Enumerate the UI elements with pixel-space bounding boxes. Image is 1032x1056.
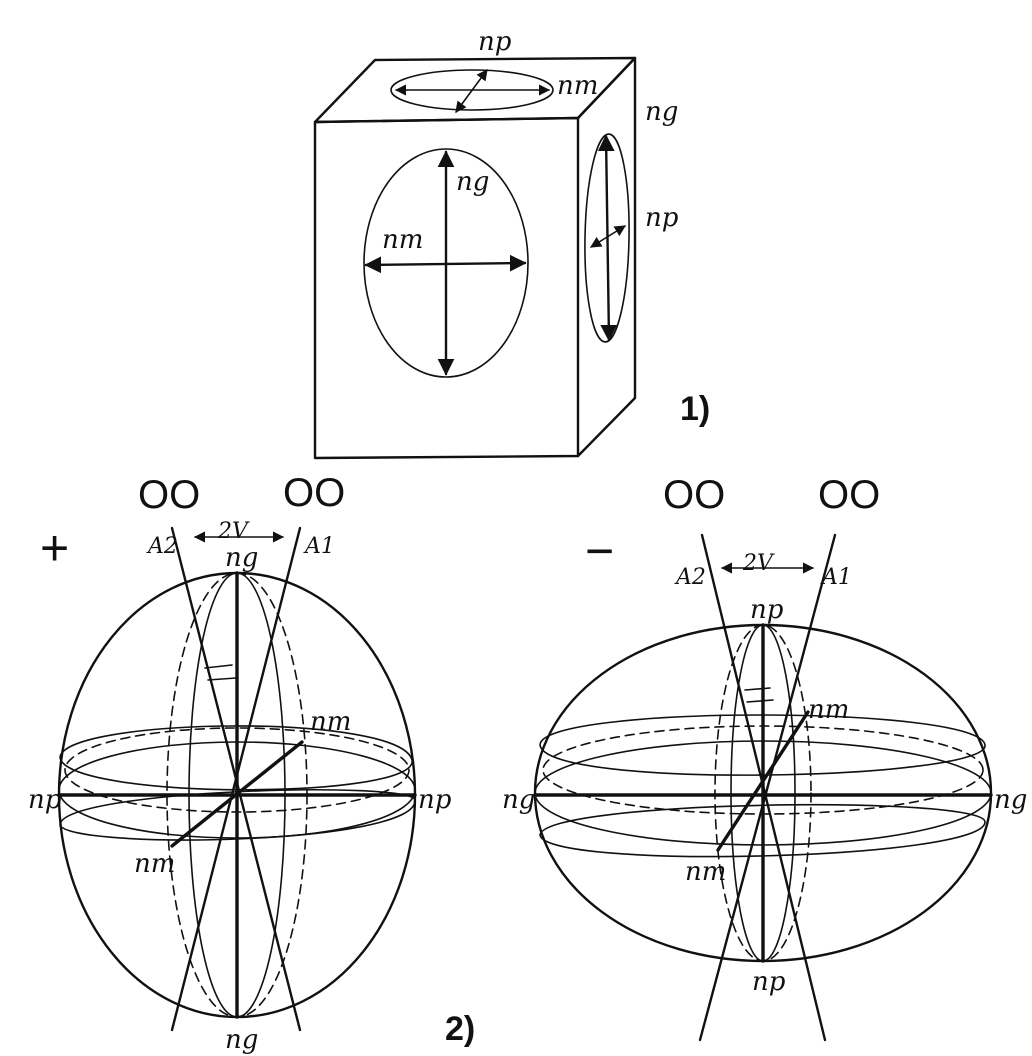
side-section-ellipse (584, 133, 630, 343)
negative-label-diag-lower: nm (685, 857, 726, 887)
negative-label-2v: 2V (742, 551, 775, 576)
positive-optic-axis-label-left: OO (138, 473, 200, 517)
crystal-block: np nm ng np ng nm 1) (313, 27, 710, 460)
block-side-face (576, 56, 637, 458)
negative-label-right: ng (994, 785, 1027, 815)
figure-number-1: 1) (680, 390, 710, 428)
negative-optic-axis-a1 (698, 533, 837, 1042)
figure-number-2: 2) (445, 1010, 475, 1048)
positive-label-2v: 2V (217, 519, 250, 544)
negative-optic-axis-label-right: OO (818, 473, 880, 517)
label-block-top: np (478, 27, 512, 57)
positive-label-right: np (418, 785, 452, 815)
positive-optic-axis-label-right: OO (283, 471, 345, 515)
negative-diagonal-principal-axis (716, 710, 810, 852)
negative-label-top: np (750, 595, 784, 625)
positive-label-a2: A2 (146, 534, 178, 559)
label-block-side-upper: ng (645, 97, 678, 127)
negative-optic-axis-label-left: OO (663, 473, 725, 517)
positive-label-diag-lower: nm (134, 849, 175, 879)
negative-label-left: ng (502, 785, 535, 815)
positive-label-a1: A1 (303, 534, 335, 559)
label-block-front-horizontal: nm (382, 225, 423, 255)
positive-label-diag-upper: nm (310, 707, 351, 737)
positive-diagonal-principal-axis (170, 740, 304, 848)
positive-label-left: np (28, 785, 62, 815)
negative-indicatrix: − OO OO A2 2V A1 np np ng ng nm nm (502, 473, 1027, 1042)
side-diagonal-axis (590, 225, 626, 248)
label-block-front-vertical: ng (456, 167, 489, 197)
positive-label-bottom: ng (225, 1025, 258, 1055)
negative-sign: − (585, 523, 614, 579)
negative-label-diag-upper: nm (808, 695, 849, 725)
negative-cone-mark (744, 687, 774, 703)
front-section-ellipse (363, 148, 529, 378)
positive-sign: + (40, 520, 69, 576)
positive-cone-mark (204, 664, 237, 681)
negative-label-bottom: np (752, 967, 786, 997)
positive-indicatrix: + OO OO A2 2V A1 ng ng np np nm nm (28, 471, 452, 1055)
negative-circular-section-upper (539, 714, 986, 776)
negative-label-a1: A1 (820, 565, 852, 590)
front-horizontal-axis (364, 254, 527, 274)
negative-circular-section-lower (539, 803, 986, 858)
label-block-side-lower: np (645, 203, 679, 233)
positive-label-top: ng (225, 543, 258, 573)
label-block-top-right: nm (557, 71, 598, 101)
top-diagonal-axis (455, 69, 488, 113)
negative-label-a2: A2 (674, 565, 706, 590)
